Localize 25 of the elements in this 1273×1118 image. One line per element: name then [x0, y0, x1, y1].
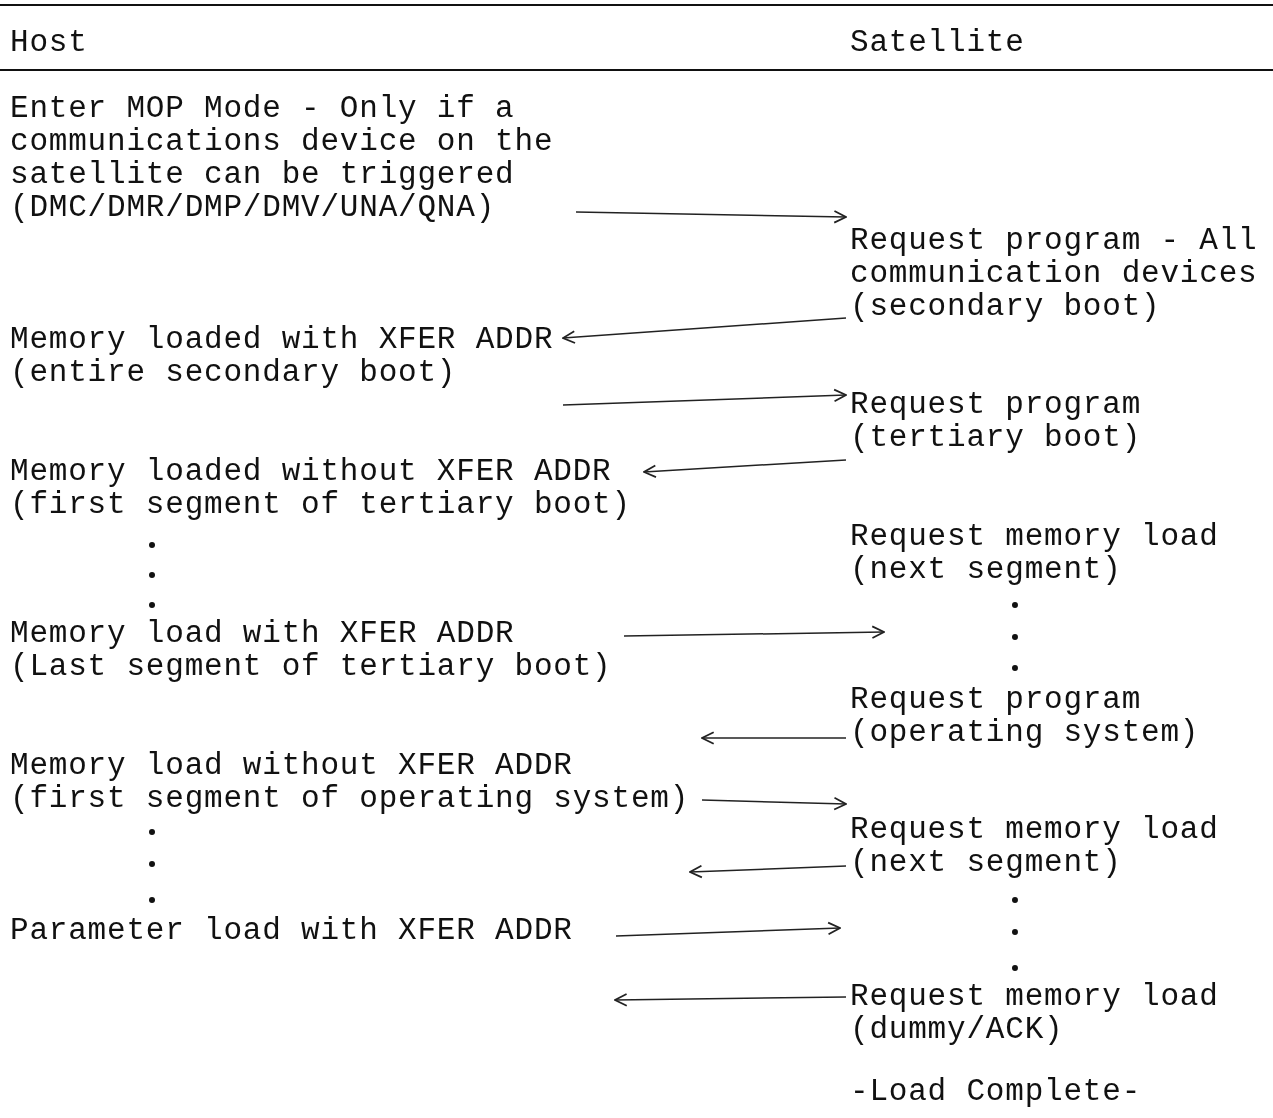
arrow	[562, 317, 847, 344]
column-heading: Host	[10, 26, 88, 59]
arrow	[562, 388, 847, 406]
message-text: Request program (tertiary boot)	[850, 388, 1150, 454]
message-text: Request memory load (dummy/ACK)	[850, 980, 1226, 1046]
column-heading: Satellite	[850, 26, 1025, 59]
message-text: Request program (operating system)	[850, 683, 1206, 749]
message-text: Memory loaded without XFER ADDR (first segment of tertiary boot)	[10, 455, 638, 521]
message-text: Enter MOP Mode - Only if a communications device on the satellite can be triggered (DMC/DMR/DMP/DMV/UNA/QNA)	[10, 92, 570, 224]
arrow	[643, 459, 847, 478]
message-text: Parameter load with XFER ADDR	[10, 914, 610, 947]
arrow	[689, 864, 847, 879]
message-text: Memory loaded with XFER ADDR (entire secondary boot)	[10, 323, 557, 389]
message-text: Request program - All communication devices (secondary boot)	[850, 224, 1273, 323]
message-text: Request memory load (next segment)	[850, 813, 1226, 879]
arrow	[623, 625, 885, 639]
arrow	[615, 921, 841, 937]
arrow	[614, 993, 847, 1007]
message-text: Memory load with XFER ADDR (Last segment of tertiary boot)	[10, 617, 618, 683]
arrow	[575, 210, 847, 224]
message-text: Request memory load (next segment)	[850, 520, 1226, 586]
arrow	[701, 731, 847, 745]
status-text: -Load Complete-	[850, 1075, 1142, 1108]
arrow	[701, 796, 847, 811]
message-text: Memory load without XFER ADDR (first segment of operating system)	[10, 749, 696, 815]
